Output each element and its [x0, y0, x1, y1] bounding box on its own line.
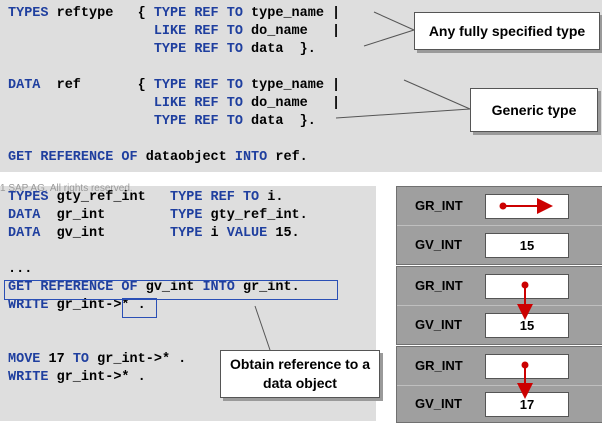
code-identifier: type_name |: [251, 78, 341, 93]
code-keyword: TYPE REF TO: [153, 114, 252, 129]
connector-obtain: [254, 305, 271, 351]
code-line: TYPES reftype { TYPE REF TO type_name |: [8, 5, 340, 23]
code-line: DATA gv_int TYPE i VALUE 15.: [8, 225, 308, 243]
code-identifier: gty_ref_int: [56, 190, 171, 205]
code-line: DATA gr_int TYPE gty_ref_int.: [8, 207, 308, 225]
ref-row: [397, 267, 602, 306]
code-keyword: GET REFERENCE OF: [8, 150, 146, 165]
callout-generic-type: Generic type: [470, 88, 598, 132]
reference-diagram-3: GR_INT GV_INT 17: [396, 346, 602, 423]
code-keyword: TYPE: [170, 226, 211, 241]
code-keyword: MOVE: [8, 352, 49, 367]
ref-row: [397, 347, 602, 386]
code-identifier: gr_int->* .: [97, 352, 187, 367]
code-keyword: WRITE: [8, 370, 57, 385]
code-identifier: dataobject: [145, 150, 235, 165]
get-reference-highlight: [4, 280, 338, 300]
code-line: WRITE gr_int->* .: [8, 297, 308, 315]
value-cell: 17: [485, 392, 569, 417]
code-identifier: data }.: [251, 114, 316, 129]
ref-label: GR_INT: [415, 198, 463, 213]
code-identifier: do_name |: [251, 24, 341, 39]
code-line: MOVE 17 TO gr_int->* .: [8, 351, 308, 369]
code-keyword: TYPES: [8, 190, 57, 205]
code-line: DATA ref { TYPE REF TO type_name |: [8, 77, 340, 95]
code-line: TYPE REF TO data }.: [8, 113, 340, 131]
code-line: TYPES gty_ref_int TYPE REF TO i.: [8, 189, 308, 207]
code-keyword: DATA: [8, 78, 57, 93]
code-keyword: TYPE REF TO: [153, 6, 252, 21]
code-identifier: gr_int->* .: [56, 370, 146, 385]
code-keyword: TYPE REF TO: [170, 190, 268, 205]
code-identifier: ref.: [275, 150, 308, 165]
top-code-block: TYPES reftype { TYPE REF TO type_name | …: [8, 5, 340, 167]
dereference-highlight: [122, 298, 157, 318]
reference-diagram-2: GR_INT GV_INT 15: [396, 266, 602, 345]
code-identifier: gv_int: [145, 280, 203, 295]
ref-label: GR_INT: [415, 358, 463, 373]
code-identifier: ref {: [56, 78, 154, 93]
value-cell: 15: [485, 233, 569, 258]
code-identifier: gty_ref_int.: [210, 208, 308, 223]
code-keyword: TYPE REF TO: [153, 42, 252, 57]
code-keyword: TYPE REF TO: [153, 78, 252, 93]
value-label: GV_INT: [415, 317, 462, 332]
code-keyword: DATA: [8, 208, 57, 223]
code-identifier: ...: [8, 262, 33, 277]
code-keyword: TO: [72, 352, 98, 367]
code-identifier: gr_int.: [242, 280, 300, 295]
ref-label: GR_INT: [415, 278, 463, 293]
code-identifier: reftype {: [56, 6, 154, 21]
code-identifier: type_name |: [251, 6, 341, 21]
value-label: GV_INT: [415, 237, 462, 252]
code-keyword: INTO: [202, 280, 243, 295]
code-line: LIKE REF TO do_name |: [8, 23, 340, 41]
value-label: GV_INT: [415, 396, 462, 411]
code-line: LIKE REF TO do_name |: [8, 95, 340, 113]
code-identifier: data }.: [251, 42, 316, 57]
bottom-code-block: TYPES gty_ref_int TYPE REF TO i.DATA gr_…: [8, 189, 308, 387]
code-keyword: WRITE: [8, 298, 57, 313]
callout-fully-specified: Any fully specified type: [414, 12, 600, 50]
code-keyword: TYPE: [170, 208, 211, 223]
code-line: GET REFERENCE OF dataobject INTO ref.: [8, 149, 340, 167]
copyright-text: 1 SAP AG. All rights reserved.: [0, 183, 133, 194]
code-identifier: gr_int->* .: [56, 298, 146, 313]
code-keyword: LIKE REF TO: [153, 96, 252, 111]
code-keyword: TYPES: [8, 6, 57, 21]
code-keyword: DATA: [8, 226, 57, 241]
code-identifier: do_name |: [251, 96, 341, 111]
code-identifier: 15.: [275, 226, 300, 241]
code-keyword: GET REFERENCE OF: [8, 280, 146, 295]
connector-fully-specified-2: [363, 29, 415, 47]
code-keyword: LIKE REF TO: [153, 24, 252, 39]
code-identifier: i.: [267, 190, 284, 205]
code-keyword: INTO: [234, 150, 276, 165]
code-identifier: i: [210, 226, 227, 241]
code-identifier: 17: [48, 352, 73, 367]
ref-row: [397, 187, 602, 226]
callout-obtain-reference: Obtain reference to a data object: [220, 350, 380, 398]
code-identifier: gv_int: [56, 226, 171, 241]
code-line: WRITE gr_int->* .: [8, 369, 308, 387]
code-identifier: gr_int: [56, 208, 171, 223]
connector-fully-specified: [373, 11, 415, 31]
code-line: ...: [8, 261, 308, 279]
connector-generic: [335, 108, 471, 119]
code-keyword: VALUE: [226, 226, 276, 241]
connector-generic-2: [403, 79, 471, 110]
code-line: TYPE REF TO data }.: [8, 41, 340, 59]
code-line: GET REFERENCE OF gv_int INTO gr_int.: [8, 279, 308, 297]
